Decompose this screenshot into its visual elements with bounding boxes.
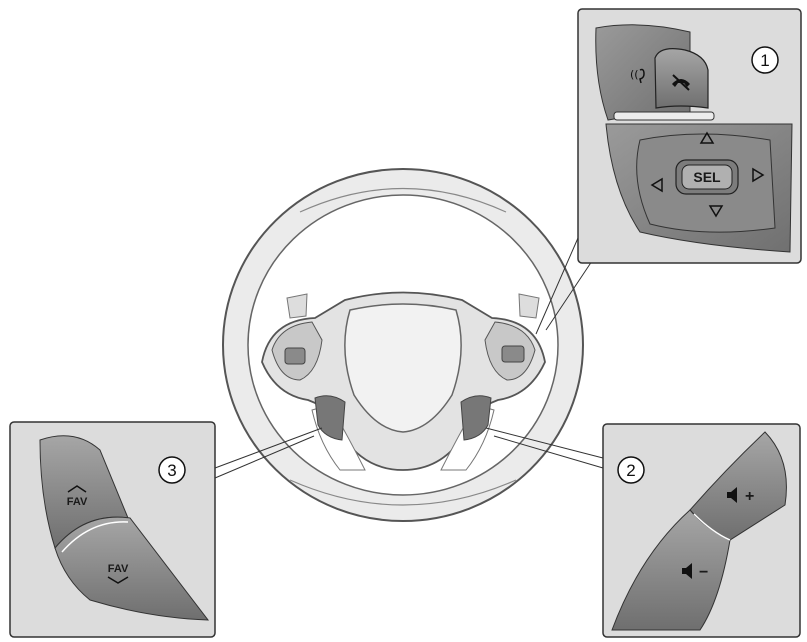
select-button[interactable]: SEL (675, 159, 739, 195)
volume-up-sign: + (745, 488, 754, 505)
end-call-icon (672, 74, 690, 91)
speaker-icon (727, 487, 737, 503)
favorite-up-button[interactable]: FAV (67, 485, 88, 508)
leader-lines (214, 237, 604, 479)
fav-down-label: FAV (108, 563, 129, 575)
triangle-right-icon[interactable] (752, 167, 765, 183)
speaker-icon (682, 563, 692, 579)
triangle-left-icon[interactable] (650, 177, 663, 193)
chevron-up-icon (67, 485, 87, 493)
triangle-down-icon[interactable] (708, 205, 724, 218)
chevron-down-icon (107, 576, 129, 584)
volume-down-sign: − (699, 564, 708, 581)
callout-panel-3: FAV FAV 3 (9, 421, 216, 638)
select-button-label: SEL (693, 169, 721, 185)
callout-number-3: 3 (167, 461, 176, 480)
callout-panel-2: + − 2 (602, 423, 801, 638)
push-to-talk-icon: (( (630, 68, 645, 84)
callout-number-2: 2 (626, 461, 635, 480)
svg-text:((: (( (630, 68, 639, 81)
volume-up-button[interactable]: + (727, 487, 754, 505)
end-call-button[interactable] (654, 48, 709, 109)
favorite-down-button[interactable]: FAV (107, 563, 129, 584)
callout-panel-1: (( SEL 1 (577, 8, 802, 264)
fav-up-label: FAV (67, 496, 88, 508)
callout-number-1: 1 (760, 51, 769, 70)
steering-wheel (222, 168, 584, 522)
volume-down-button[interactable]: − (682, 563, 708, 581)
triangle-up-icon[interactable] (699, 131, 715, 144)
